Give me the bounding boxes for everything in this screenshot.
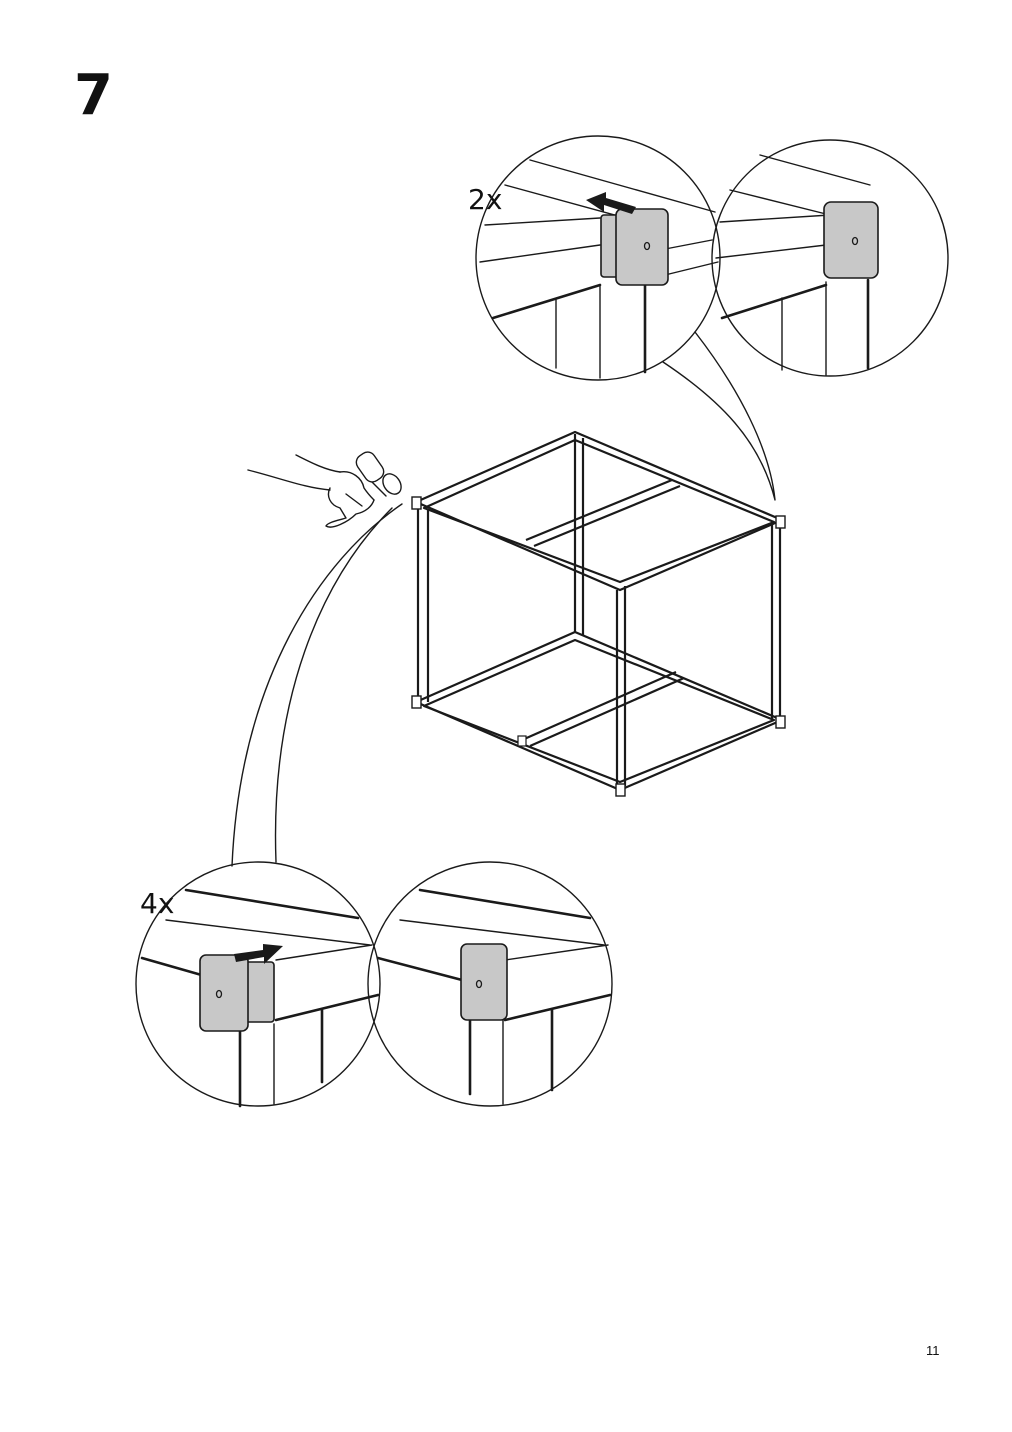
push-arrow-icon — [234, 944, 283, 964]
push-arrow-icon — [586, 192, 636, 214]
frame-end-cap-icon — [460, 943, 508, 1021]
hand-with-mallet-icon — [247, 451, 402, 528]
bottom-detail-after — [367, 861, 613, 1107]
top-detail-after — [711, 139, 949, 377]
bottom-quantity-label: 4x — [140, 887, 175, 920]
frame-cube — [411, 430, 786, 797]
step-number: 7 — [74, 63, 113, 128]
top-detail-before — [475, 135, 721, 381]
bottom-detail-before — [135, 861, 381, 1108]
frame-end-cap-icon — [823, 201, 879, 279]
page-number: 11 — [926, 1343, 940, 1358]
